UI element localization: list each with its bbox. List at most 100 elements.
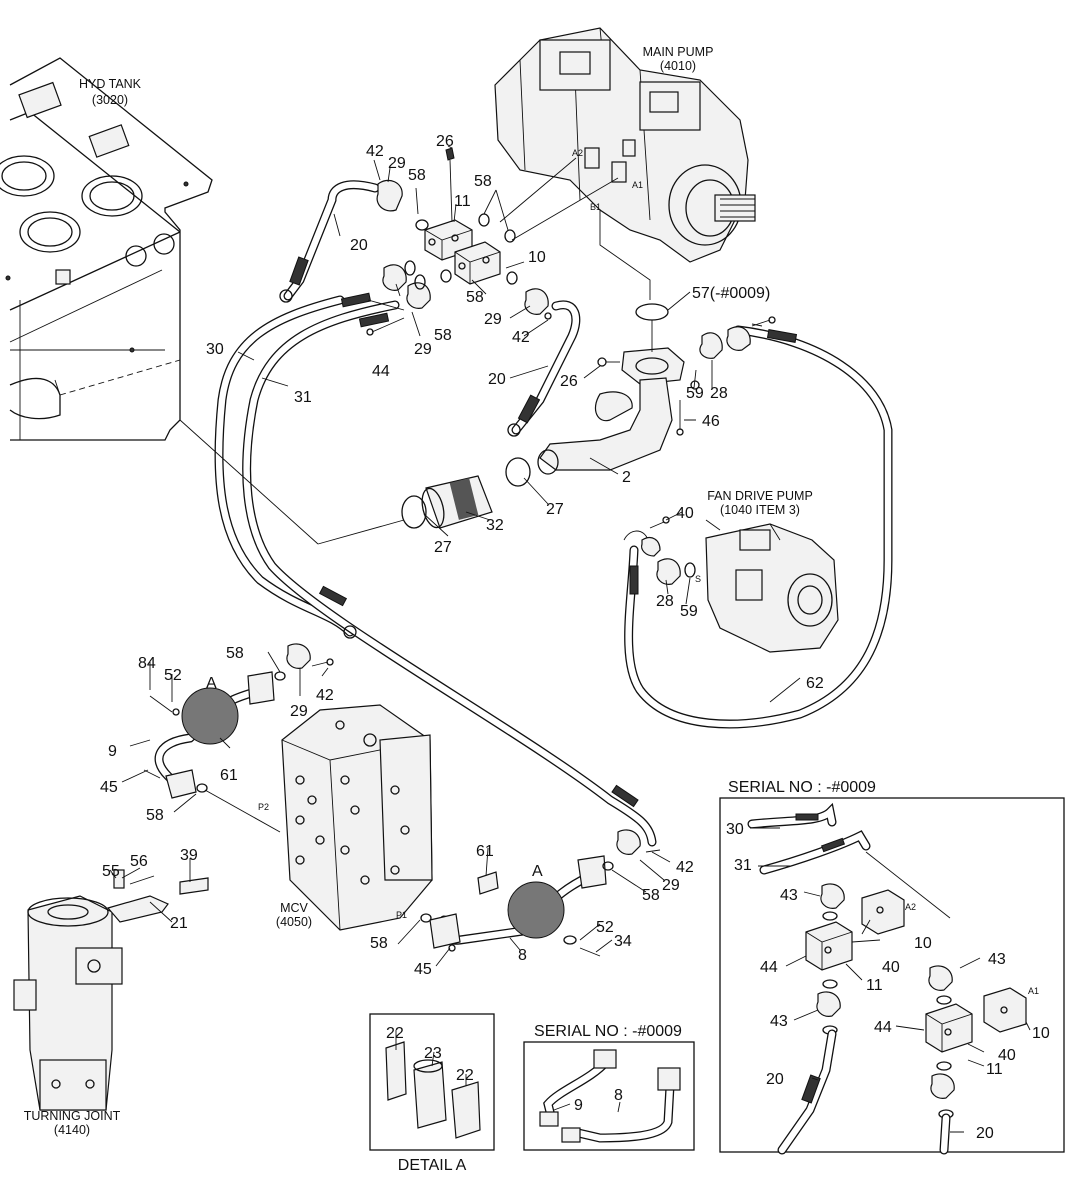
callout-9-b: 9 [574, 1097, 583, 1114]
pipe-8 [420, 829, 661, 957]
callout-27-a: 27 [434, 539, 452, 556]
hyd-tank-name: HYD TANK [79, 77, 142, 91]
hyd-tank-code: (3020) [92, 93, 128, 107]
callout-59-b: 59 [680, 603, 698, 620]
port-s: S [695, 574, 701, 584]
serial-callout-10-a: 10 [914, 935, 932, 952]
callout-45-a: 45 [100, 779, 118, 796]
callout-8-a: 8 [518, 947, 527, 964]
callout-52-a: 52 [164, 667, 182, 684]
port-p1: P1 [396, 910, 407, 920]
callout-58-g: 58 [642, 887, 660, 904]
callout-39: 39 [180, 847, 198, 864]
serial-callout-10-b: 10 [1032, 1025, 1050, 1042]
callout-61-b: 61 [476, 843, 494, 860]
hose-30-31 [214, 292, 657, 847]
callout-26-b: 26 [560, 373, 578, 390]
callout-9-a: 9 [108, 743, 117, 760]
callout-61-a: 61 [220, 767, 238, 784]
serial-callout-40-b: 40 [998, 1047, 1016, 1064]
callout-58-d: 58 [434, 327, 452, 344]
callout-59-a: 59 [686, 385, 704, 402]
serial-callout-43-c: 43 [770, 1013, 788, 1030]
callout-32: 32 [486, 517, 504, 534]
callout-11-a: 11 [454, 193, 471, 210]
callout-21: 21 [170, 915, 188, 932]
callout-42-d: 42 [676, 859, 694, 876]
serial-callout-20-a: 20 [766, 1071, 784, 1088]
callout-26-a: 26 [436, 133, 454, 150]
callout-8-b: 8 [614, 1087, 623, 1104]
callout-58-f: 58 [146, 807, 164, 824]
serial-bottom-title: SERIAL NO : -#0009 [534, 1023, 682, 1040]
callout-leaders [109, 145, 1031, 1133]
callout-42-b: 42 [512, 329, 530, 346]
callout-58-c: 58 [466, 289, 484, 306]
serial-port-a1: A1 [1028, 986, 1039, 996]
port-b1: B1 [590, 202, 601, 212]
callout-58-b: 58 [474, 173, 492, 190]
serial-bottom-panel: SERIAL NO : -#0009 [523, 1023, 695, 1151]
port-a1: A1 [632, 180, 643, 190]
turning-joint-name: TURNING JOINT [24, 1109, 121, 1123]
serial-callout-31: 31 [734, 857, 752, 874]
callout-29-d: 29 [290, 703, 308, 720]
clamps-top [366, 179, 552, 336]
mcv-ports [295, 720, 410, 885]
serial-callout-40-a: 40 [882, 959, 900, 976]
callout-58-a: 58 [408, 167, 426, 184]
pipe-9 [143, 643, 334, 833]
callout-42-c: 42 [316, 687, 334, 704]
serial-callout-20-b: 20 [976, 1125, 994, 1142]
callout-30: 30 [206, 341, 224, 358]
fan-pump-name: FAN DRIVE PUMP [707, 489, 813, 503]
callout-34: 34 [614, 933, 632, 950]
callout-62: 62 [806, 675, 824, 692]
mcv-name: MCV [280, 901, 308, 915]
detail-marker-a-2: A [532, 863, 543, 880]
serial-callout-11-b: 11 [986, 1061, 1003, 1078]
callout-28-a: 28 [710, 385, 728, 402]
callout-44-a: 44 [372, 363, 390, 380]
turning-joint: TURNING JOINT (4140) [13, 869, 209, 1137]
serial-callout-43-a: 43 [780, 887, 798, 904]
callout-23: 23 [424, 1045, 442, 1062]
serial-right-panel: SERIAL NO : -#0009 A2 A1 [719, 779, 1065, 1155]
port-p2: P2 [258, 802, 269, 812]
mcv-valve: P2 P1 MCV (4050) [258, 704, 433, 931]
serial-port-a2: A2 [905, 902, 916, 912]
callout-57: 57(-#0009) [692, 285, 770, 302]
serial-callout-44-b: 44 [874, 1019, 892, 1036]
turning-joint-code: (4140) [54, 1123, 90, 1137]
callout-29-e: 29 [662, 877, 680, 894]
hyd-tank: HYD TANK (3020) [0, 57, 213, 441]
serial-right-title: SERIAL NO : -#0009 [728, 779, 876, 796]
detail-a-panel: DETAIL A [369, 1013, 495, 1174]
tube-20-top [279, 180, 380, 303]
callout-29-c: 29 [484, 311, 502, 328]
serial-callout-44-a: 44 [760, 959, 778, 976]
callout-84: 84 [138, 655, 156, 672]
serial-right-callouts: 30 31 43 10 40 44 11 43 43 44 10 40 11 2… [726, 821, 1050, 1142]
callout-2: 2 [622, 469, 631, 486]
main-pump: A2 A1 B1 MAIN PUMP (4010) [494, 27, 756, 263]
callout-20-b: 20 [488, 371, 506, 388]
callout-29-b: 29 [414, 341, 432, 358]
callout-27-b: 27 [546, 501, 564, 518]
callout-20-a: 20 [350, 237, 368, 254]
callout-46: 46 [702, 413, 720, 430]
callout-22-b: 22 [456, 1067, 474, 1084]
callout-58-e: 58 [226, 645, 244, 662]
main-pump-name: MAIN PUMP [643, 45, 714, 59]
callout-numbers: 26 42 29 58 58 20 11 10 58 58 29 44 30 3… [100, 133, 824, 1114]
fan-drive-pump: S FAN DRIVE PUMP (1040 ITEM 3) [641, 489, 839, 653]
serial-callout-30: 30 [726, 821, 744, 838]
serial-callout-43-b: 43 [988, 951, 1006, 968]
mcv-code: (4050) [276, 915, 312, 929]
callout-10-a: 10 [528, 249, 546, 266]
callout-29-a: 29 [388, 155, 406, 172]
callout-42-a: 42 [366, 143, 384, 160]
callout-52-b: 52 [596, 919, 614, 936]
